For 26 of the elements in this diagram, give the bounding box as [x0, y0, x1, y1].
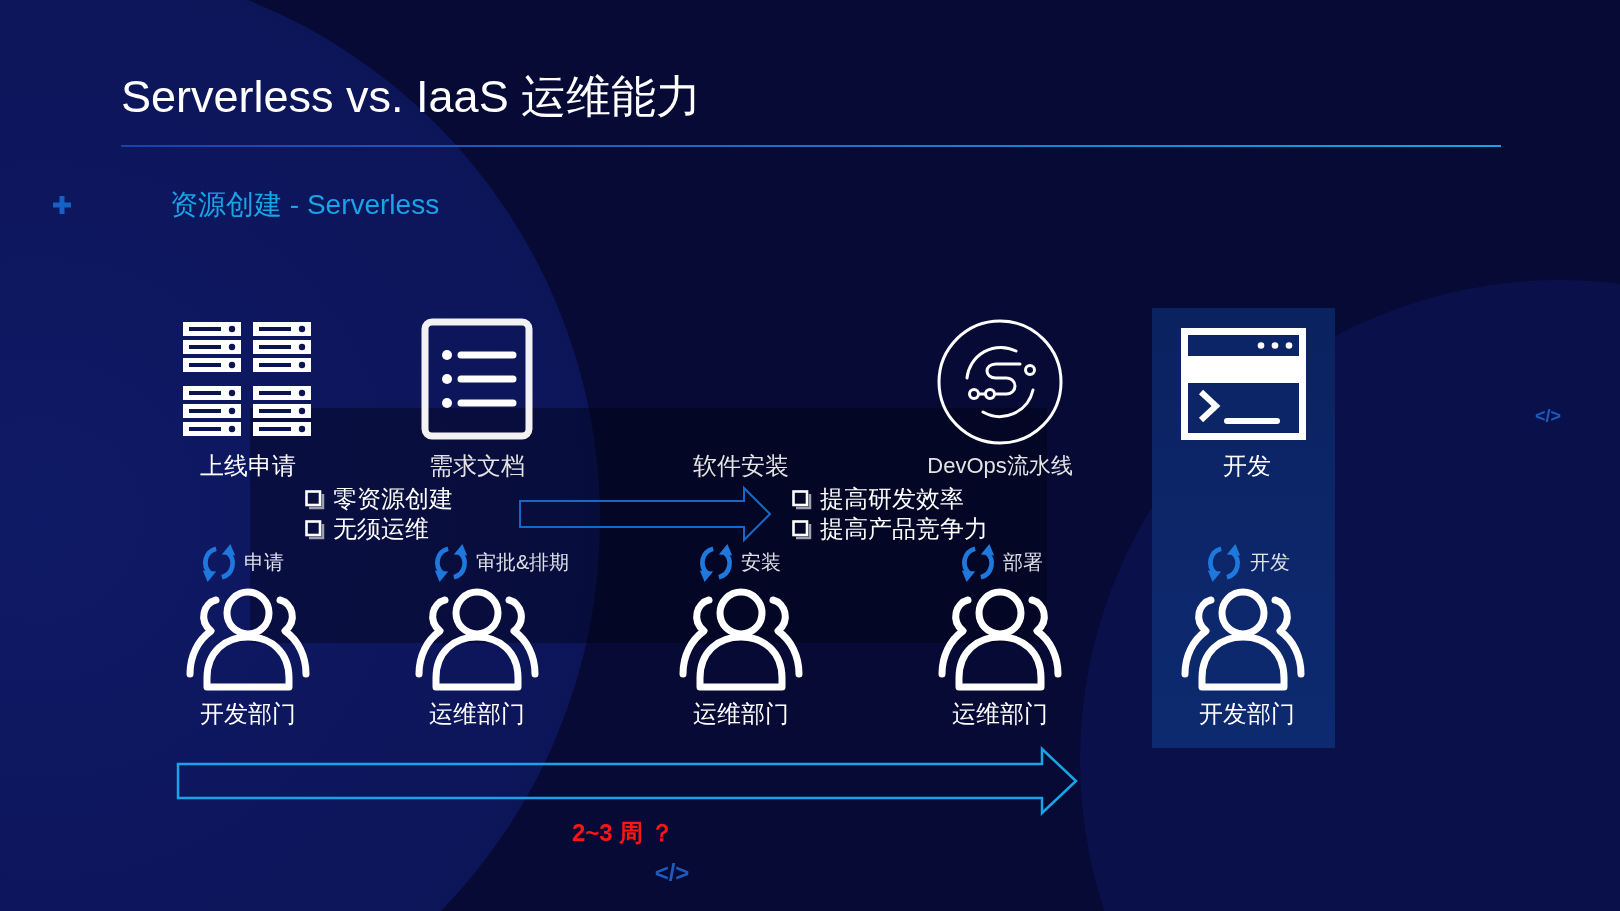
department-label: 开发部门: [1199, 699, 1295, 729]
code-symbol: </>: [654, 858, 690, 888]
subtitle: 资源创建 - Serverless: [170, 188, 440, 222]
department-label: 运维部门: [429, 699, 525, 729]
action-label: 开发: [1250, 550, 1290, 574]
step-label: 软件安装: [693, 451, 789, 481]
action-label: 审批&排期: [476, 550, 570, 574]
action-label: 申请: [244, 550, 284, 574]
title: Serverless vs. IaaS 运维能力: [121, 70, 702, 124]
step-label: 需求文档: [429, 451, 525, 481]
list-item-text: 提高产品竞争力: [820, 515, 988, 543]
list-item-text: 零资源创建: [333, 485, 453, 513]
duration-note: 2~3 周 ？: [572, 818, 674, 848]
list-item-text: 提高研发效率: [820, 485, 964, 513]
action-label: 安装: [741, 550, 781, 574]
list-item-text: 无须运维: [333, 515, 429, 543]
block-arrow: [519, 485, 772, 543]
action-label: 部署: [1003, 550, 1043, 574]
highlight-panel: [1152, 308, 1335, 748]
step-label: 上线申请: [200, 451, 296, 481]
department-label: 运维部门: [693, 699, 789, 729]
code-symbol: </>: [1535, 406, 1561, 428]
step-label: DevOps流水线: [927, 452, 1073, 480]
step-label: 开发: [1223, 451, 1271, 481]
department-label: 运维部门: [952, 699, 1048, 729]
department-label: 开发部门: [200, 699, 296, 729]
